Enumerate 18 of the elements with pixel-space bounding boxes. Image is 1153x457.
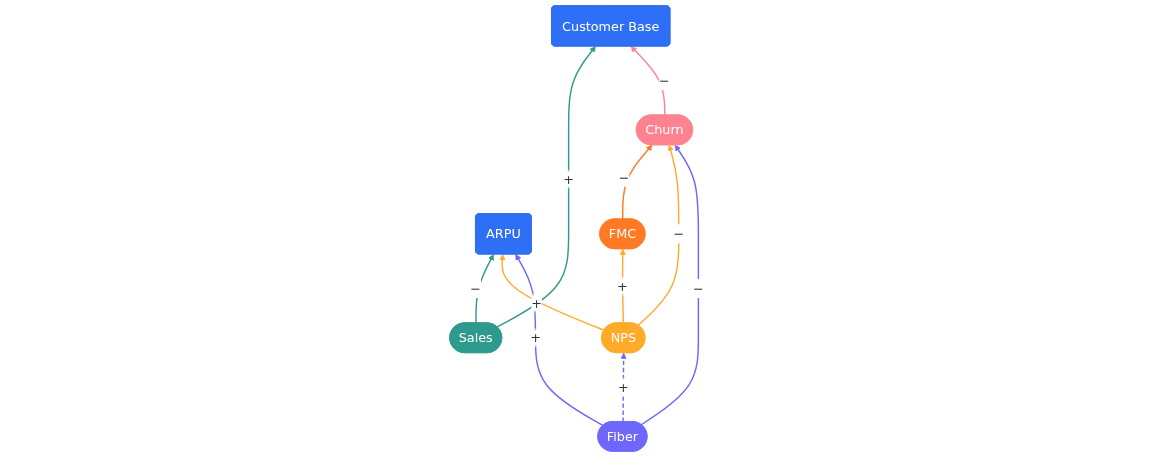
arrow (637, 144, 680, 327)
arrow (621, 144, 653, 220)
edge-label: + (617, 379, 629, 395)
edge-label: + (529, 330, 541, 346)
edge-label: − (470, 281, 481, 296)
arrow (496, 46, 596, 328)
arrow (515, 254, 604, 427)
edge-label: + (563, 171, 574, 187)
edge-label: + (531, 295, 542, 311)
edge-label: − (673, 226, 684, 242)
edge-label: − (618, 169, 630, 185)
edge-label: − (658, 73, 670, 88)
arrow (475, 254, 494, 324)
arrow (499, 254, 605, 331)
edge-label: − (692, 281, 704, 296)
arrow (640, 144, 699, 426)
edge-label: + (616, 278, 628, 294)
arrow (620, 352, 627, 423)
